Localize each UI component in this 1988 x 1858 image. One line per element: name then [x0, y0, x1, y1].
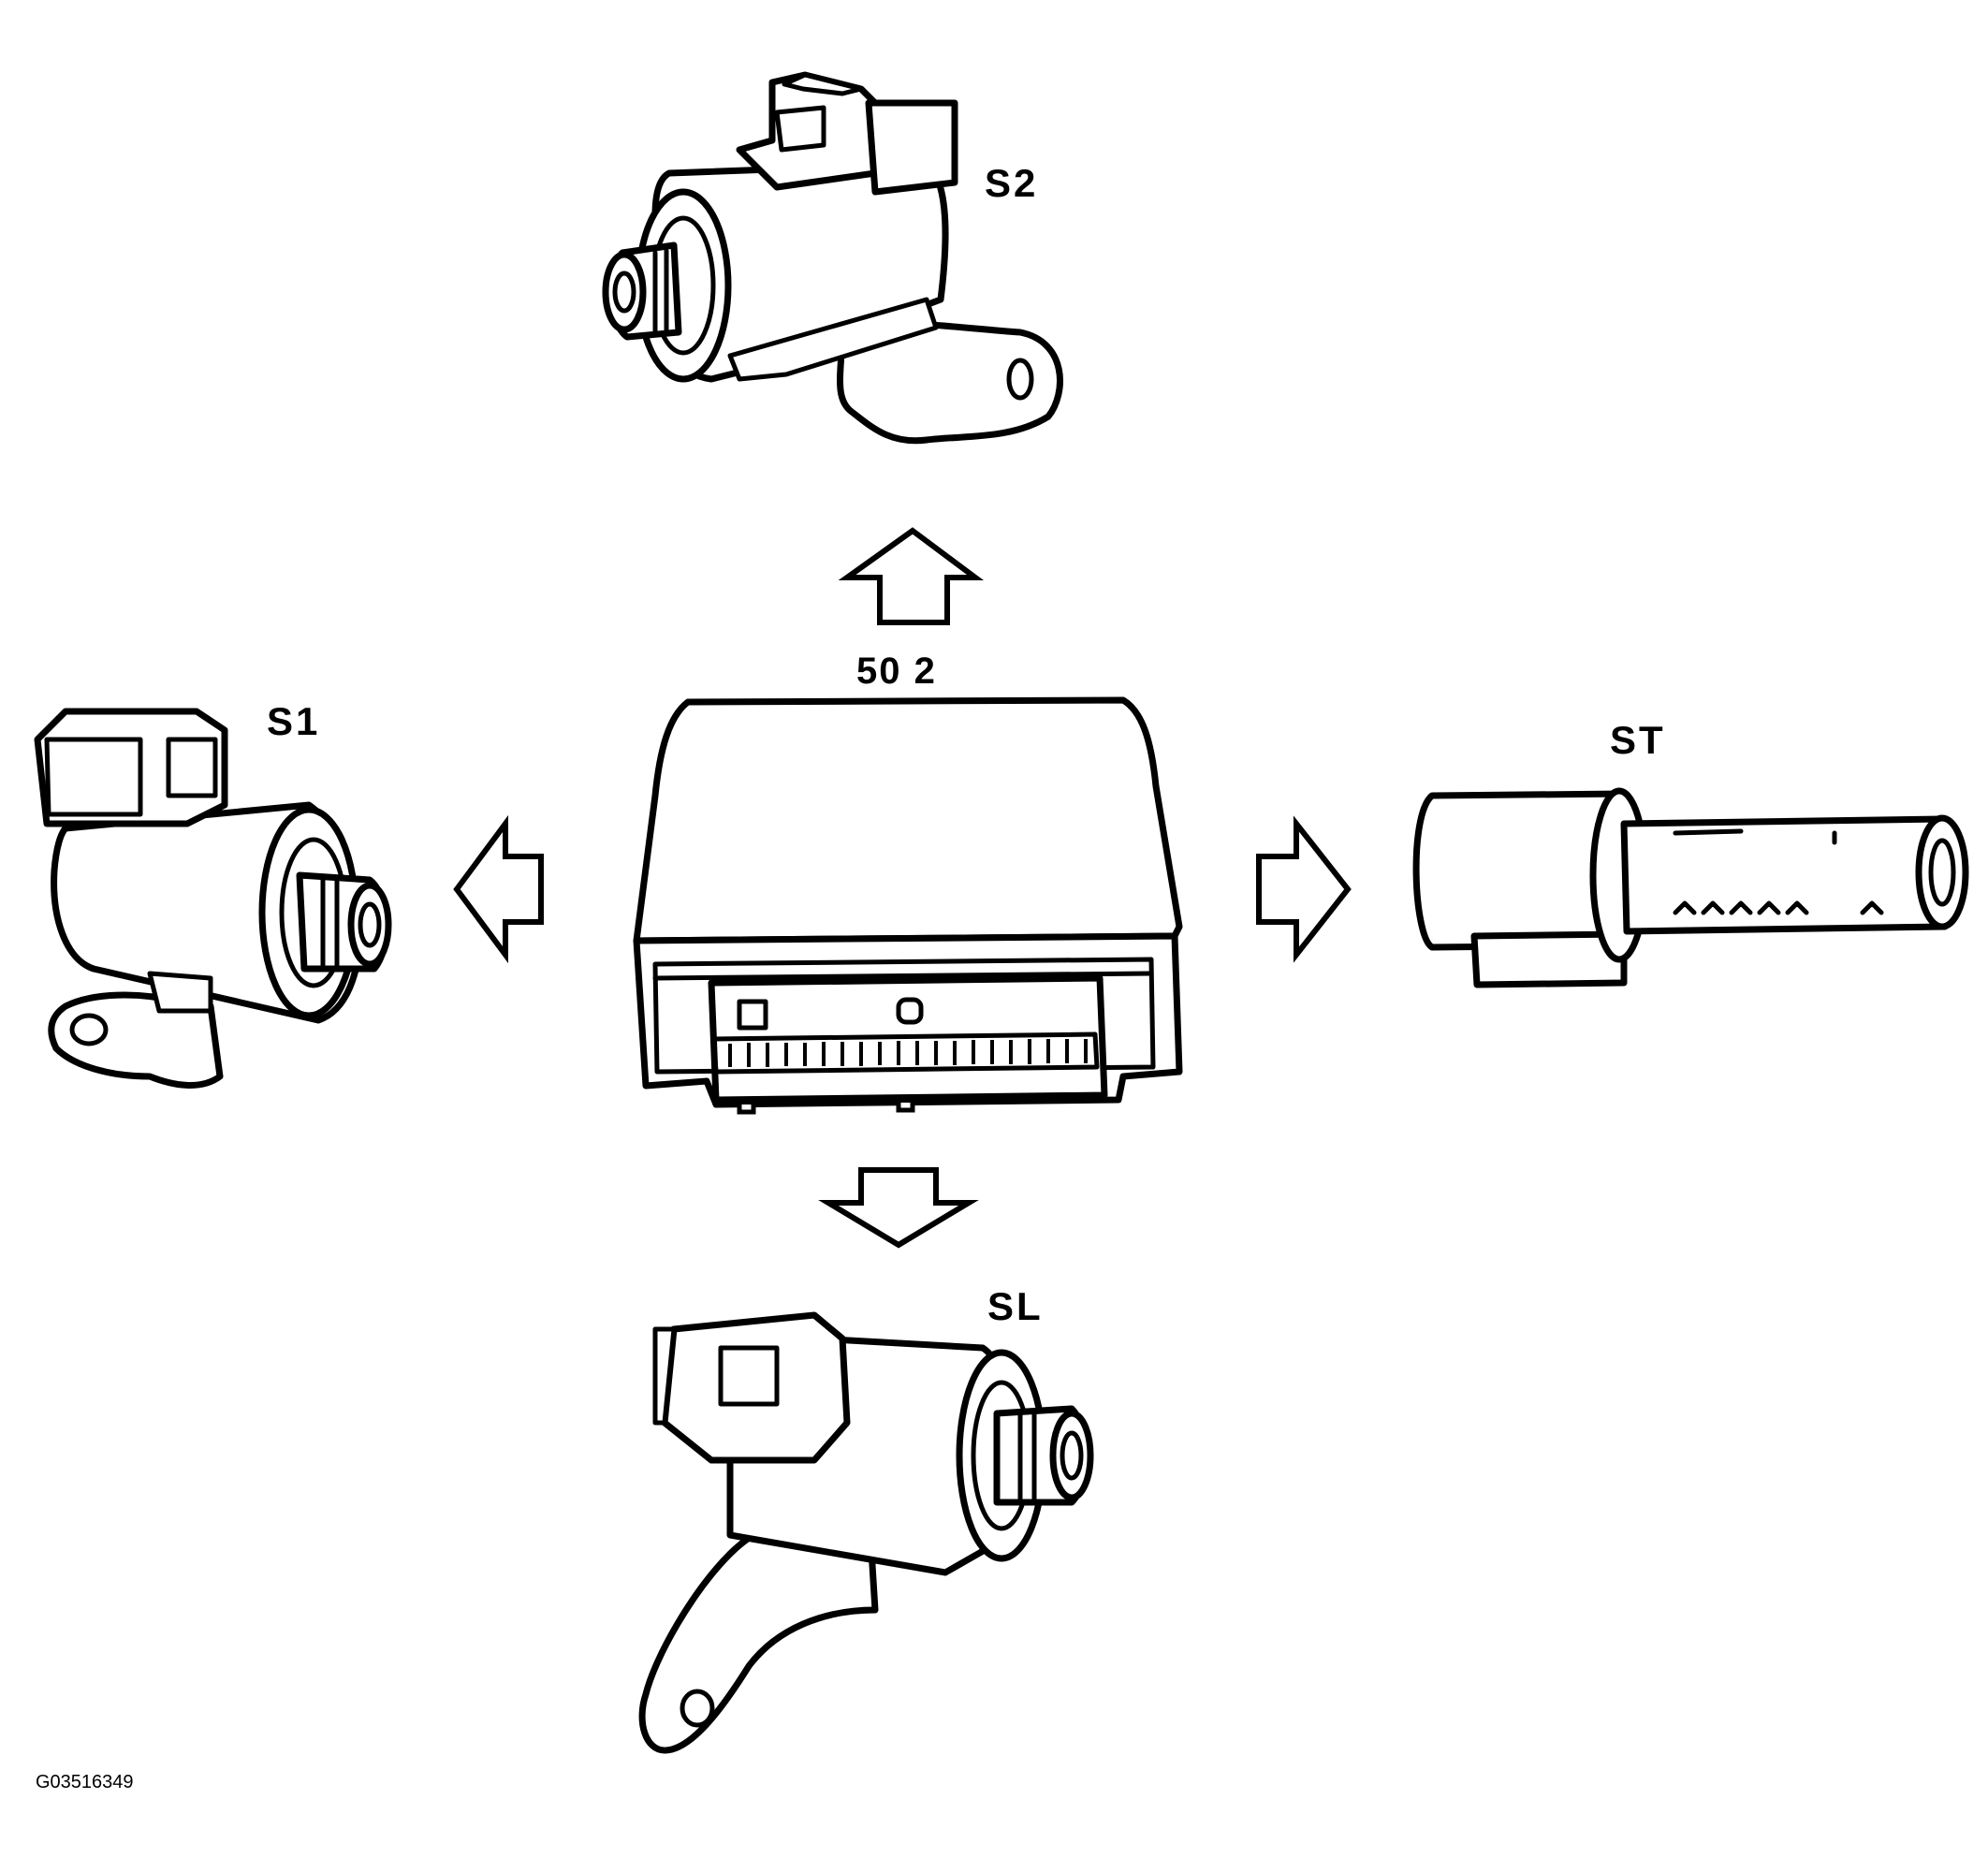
label-sl: SL — [987, 1284, 1044, 1328]
arrow-up-icon — [838, 527, 985, 625]
solenoid-st — [1412, 787, 1969, 988]
ecu-module — [633, 696, 1183, 1108]
arrow-right-icon — [1256, 815, 1352, 963]
label-ecu: 50 2 — [856, 651, 937, 692]
ecu-connector-pins — [728, 1039, 1088, 1067]
solenoid-s2 — [602, 71, 1063, 445]
ecu-feet — [737, 1103, 915, 1115]
arrow-down-icon — [818, 1167, 979, 1249]
solenoid-sl — [638, 1311, 1094, 1754]
label-s1: S1 — [267, 699, 320, 743]
figure-code: G03516349 — [36, 1772, 134, 1792]
label-st: ST — [1610, 718, 1666, 762]
solenoid-s1 — [34, 708, 392, 1089]
arrow-left-icon — [453, 814, 544, 964]
label-s2: S2 — [985, 161, 1038, 205]
